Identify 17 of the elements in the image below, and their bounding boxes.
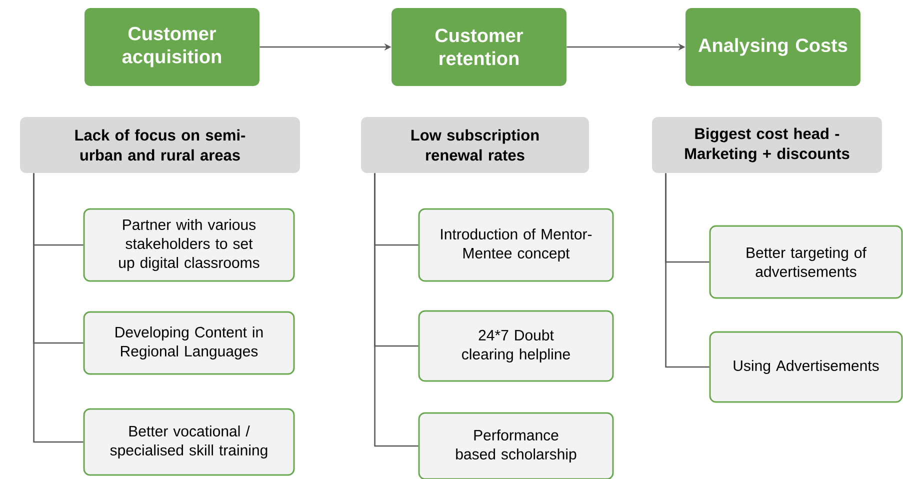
solution-box: Better targeting of advertisements [709, 225, 903, 299]
solution-box: Developing Content in Regional Languages [83, 311, 295, 375]
category-header-box: Customer retention [392, 8, 566, 86]
category-header-box: Analysing Costs [686, 8, 860, 86]
solution-box: Better vocational / specialised skill training [83, 408, 295, 476]
topic-box: Low subscription renewal rates [361, 117, 589, 173]
topic-box: Lack of focus on semi-urban and rural areas [20, 117, 300, 173]
category-header-box: Customer acquisition [84, 8, 260, 86]
solution-box: Partner with various stakeholders to set up digital classrooms [83, 208, 295, 282]
solution-box: Introduction of Mentor-Mentee concept [418, 208, 614, 282]
solution-box: Performance based scholarship [418, 412, 614, 479]
topic-box: Biggest cost head - Marketing + discounts [652, 117, 882, 173]
solution-box: 24*7 Doubt clearing helpline [418, 310, 614, 382]
solution-box: Using Advertisements [709, 331, 903, 403]
tree-connector [33, 173, 84, 443]
tree-connector [374, 173, 418, 447]
tree-connector [665, 173, 710, 368]
